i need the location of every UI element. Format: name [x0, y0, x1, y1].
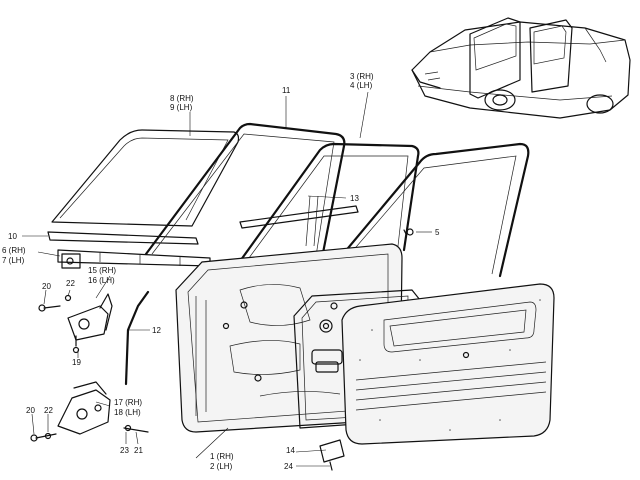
window-glass	[47, 129, 240, 269]
callout-8: 8 (RH)	[170, 94, 194, 103]
callout-14: 14	[286, 446, 295, 455]
sash-weatherstrip	[144, 122, 346, 260]
callout-12: 12	[152, 326, 161, 335]
callout-16: 16 (LH)	[88, 276, 115, 285]
callout-18: 18 (LH)	[114, 408, 141, 417]
leader-lines	[22, 91, 432, 467]
door-trim-panel	[341, 283, 555, 445]
callout-6: 6 (RH)	[2, 246, 26, 255]
callout-23: 23	[120, 446, 129, 455]
upper-hinge	[38, 293, 113, 354]
lower-hinge	[30, 381, 149, 442]
callout-22-upper: 22	[66, 279, 75, 288]
callout-3: 3 (RH)	[350, 72, 374, 81]
callout-22-lower: 22	[44, 406, 53, 415]
door-sash	[236, 142, 420, 266]
screw	[403, 228, 414, 236]
callout-11: 11	[282, 86, 291, 95]
callout-20-upper: 20	[42, 282, 51, 291]
callout-17: 17 (RH)	[114, 398, 143, 407]
car-illustration	[411, 17, 631, 119]
callout-10: 10	[8, 232, 17, 241]
callout-5: 5	[435, 228, 440, 237]
callout-19: 19	[72, 358, 81, 367]
callout-4: 4 (LH)	[350, 81, 373, 90]
callout-7: 7 (LH)	[2, 256, 25, 265]
door-striker	[319, 439, 345, 471]
callout-1: 1 (RH)	[210, 452, 234, 461]
callout-20-lower: 20	[26, 406, 35, 415]
callout-15: 15 (RH)	[88, 266, 117, 275]
door-frame-seal	[316, 142, 530, 286]
callout-13: 13	[350, 194, 359, 203]
callout-9: 9 (LH)	[170, 103, 193, 112]
callout-21: 21	[134, 446, 143, 455]
callout-2: 2 (LH)	[210, 462, 233, 471]
glass-run-channel	[124, 290, 150, 386]
callout-24: 24	[284, 462, 293, 471]
